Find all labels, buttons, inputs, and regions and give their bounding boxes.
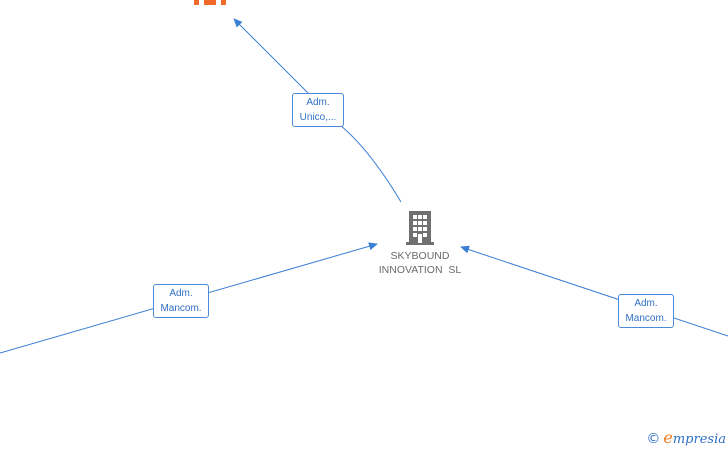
edge-label-line2: Unico,... xyxy=(299,112,337,123)
edge-label-line1: Adm. xyxy=(169,288,193,299)
company-name-line2: INNOVATION SL xyxy=(378,264,462,276)
brand-e: e xyxy=(663,428,673,447)
company-name: SKYBOUND INNOVATION SL xyxy=(365,249,475,277)
top-node[interactable] xyxy=(192,0,228,5)
edge-label-line1: Adm. xyxy=(634,298,658,309)
company-name-line1: SKYBOUND xyxy=(390,250,450,262)
copyright-symbol: © xyxy=(646,431,661,447)
edge-label-top[interactable]: Adm. Unico,... xyxy=(292,93,344,127)
company-node[interactable]: SKYBOUND INNOVATION SL xyxy=(365,210,475,277)
brand-text: mpresia xyxy=(672,432,726,447)
edge-label-line2: Mancom. xyxy=(160,303,202,314)
edge-label-left[interactable]: Adm. Mancom. xyxy=(153,284,209,318)
edge-label-line2: Mancom. xyxy=(625,313,667,324)
edge-label-line1: Adm. xyxy=(306,97,330,108)
empresia-watermark: ©empresia xyxy=(646,428,726,447)
edge-line-right xyxy=(460,245,728,337)
building-icon xyxy=(406,211,434,245)
edge-label-right[interactable]: Adm. Mancom. xyxy=(618,294,674,328)
person-icon xyxy=(194,0,226,5)
